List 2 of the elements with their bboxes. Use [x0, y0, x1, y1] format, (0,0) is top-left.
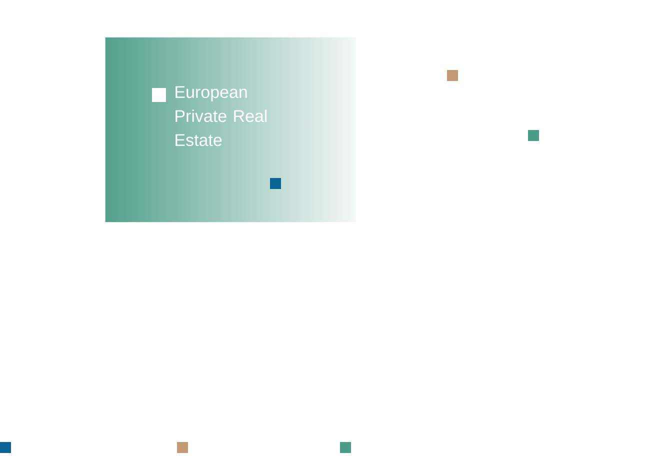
node-label: European Private Real Estate	[176, 86, 267, 146]
gradient-box: European Private Real Estate	[152, 86, 267, 146]
